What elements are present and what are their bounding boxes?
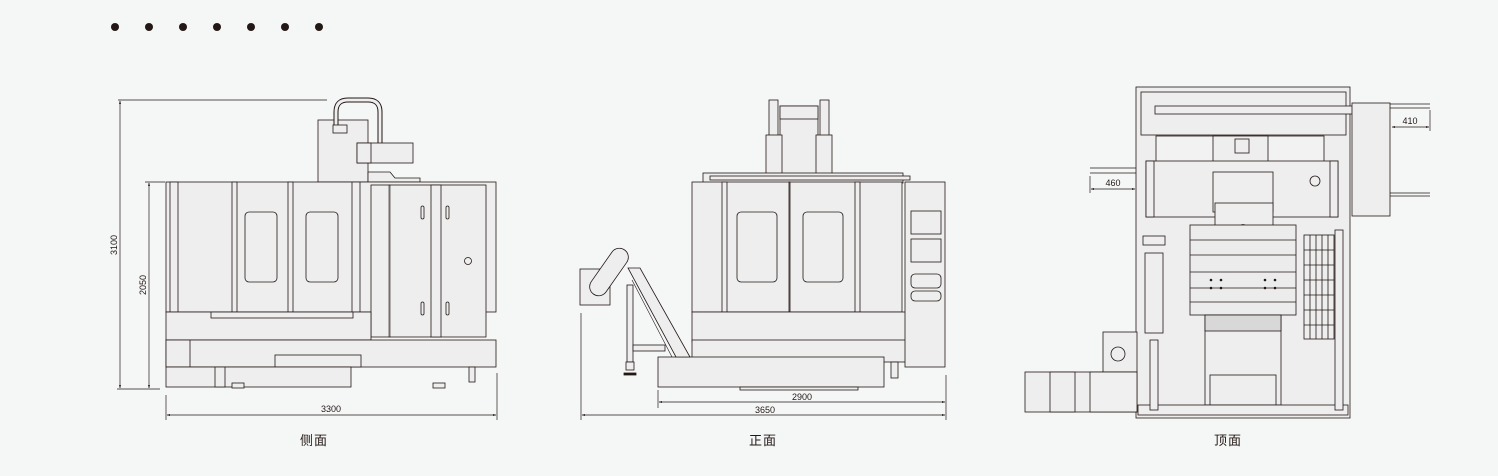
dot-icon [213, 23, 221, 31]
dim-top-right-offset: 410 [1402, 116, 1417, 126]
caption-front-view: 正面 [748, 434, 778, 449]
dot-icon [315, 23, 323, 31]
front-view-drawing [579, 99, 947, 420]
caption-top-view: 顶面 [1213, 434, 1243, 449]
dot-icon [281, 23, 289, 31]
dot-icon [179, 23, 187, 31]
dot-icon [247, 23, 255, 31]
dim-side-cabinet-height: 2050 [138, 275, 148, 295]
dim-front-base-width: 2900 [792, 392, 812, 402]
decorative-dot-row [111, 23, 323, 31]
dim-side-width: 3300 [321, 404, 341, 414]
dim-side-total-height: 3100 [109, 235, 119, 255]
side-view-drawing [117, 97, 498, 420]
dim-front-total-width: 3650 [755, 405, 775, 415]
dim-top-left-offset: 460 [1105, 178, 1120, 188]
top-view-drawing [1024, 86, 1431, 419]
caption-side-view: 侧面 [299, 434, 329, 449]
dot-icon [145, 23, 153, 31]
dot-icon [111, 23, 119, 31]
